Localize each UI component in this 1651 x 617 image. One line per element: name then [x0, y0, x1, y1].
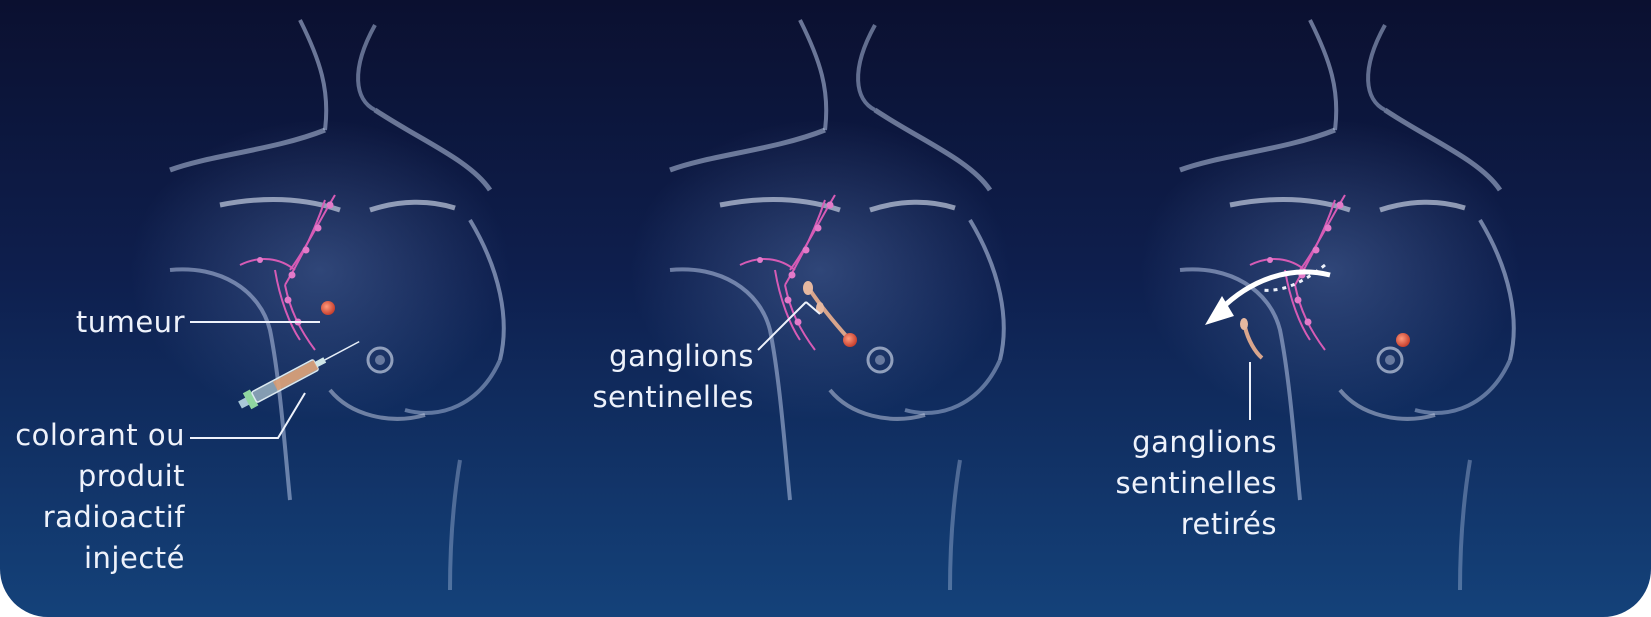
label-injection-line: injecté	[15, 538, 185, 579]
tumor	[321, 301, 335, 315]
label-sentinel-nodes: ganglions sentinelles	[592, 336, 754, 418]
label-injection-line: colorant ou	[15, 415, 185, 456]
label-tumor: tumeur	[76, 302, 185, 343]
label-injection: colorant ou produit radioactif injecté	[15, 415, 185, 579]
torso-illustration	[130, 20, 510, 590]
tumor	[1396, 333, 1410, 347]
label-injection-line: radioactif	[15, 497, 185, 538]
label-sentinel-line: ganglions	[592, 336, 754, 377]
label-removed-nodes: ganglions sentinelles retirés	[1115, 422, 1277, 545]
label-removed-line: ganglions	[1115, 422, 1277, 463]
label-injection-line: produit	[15, 456, 185, 497]
label-sentinel-line: sentinelles	[592, 377, 754, 418]
label-removed-line: sentinelles	[1115, 463, 1277, 504]
label-removed-line: retirés	[1115, 504, 1277, 545]
